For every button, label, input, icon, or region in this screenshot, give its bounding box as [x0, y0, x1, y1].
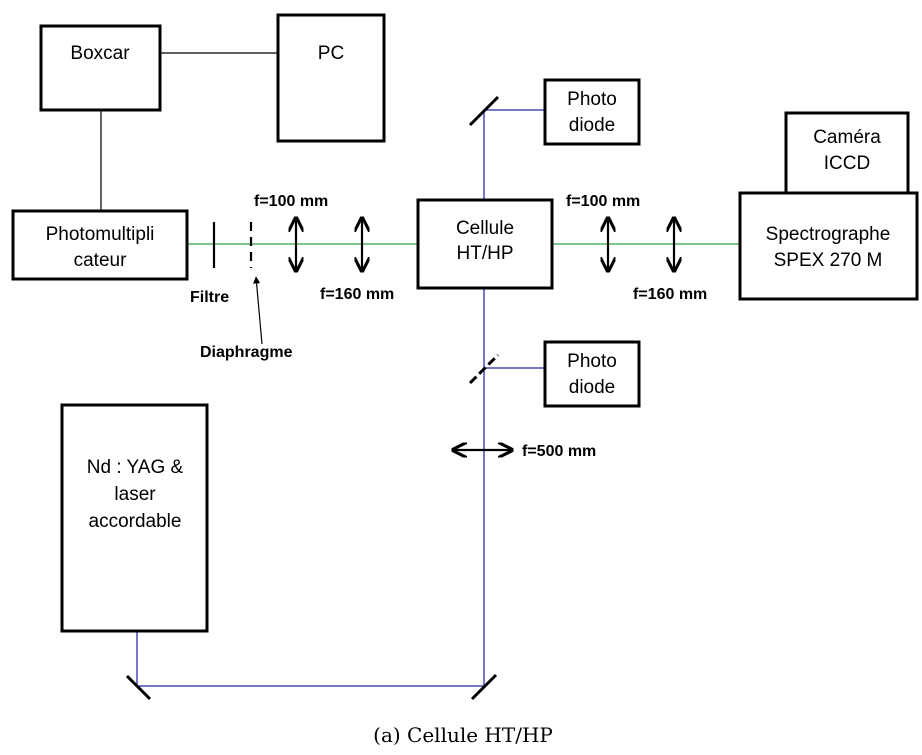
box-photomultiplier: Photomultipli cateur	[11, 209, 189, 281]
label-f500: f=500 mm	[522, 443, 596, 460]
boxcar-label: Boxcar	[70, 43, 130, 64]
laser-beam-to-photodiode-top	[483, 109, 545, 200]
mirror-top	[468, 95, 500, 127]
label-filtre: Filtre	[190, 289, 229, 306]
figure-caption: (a) Cellule HT/HP	[373, 723, 553, 747]
lenses	[296, 218, 674, 450]
filter-diaphragm	[212, 222, 263, 345]
mirror-bottom-left	[125, 674, 152, 701]
cellule-label-line2: HT/HP	[457, 243, 514, 264]
box-boxcar: Boxcar	[39, 24, 162, 112]
component-labels: f=100 mm f=160 mm f=100 mm f=160 mm f=50…	[190, 193, 707, 460]
box-cellule: Cellule HT/HP	[416, 198, 554, 290]
laser-label-line1: Nd : YAG &	[87, 457, 184, 478]
photodiode-top-line1: Photo	[567, 89, 617, 110]
cellule-label-line1: Cellule	[456, 218, 514, 239]
label-diaphragme: Diaphragme	[200, 344, 293, 361]
mirrors	[125, 95, 500, 701]
photodiode-top-line2: diode	[569, 115, 616, 136]
spectrographe-label-line1: Spectrographe	[766, 224, 891, 245]
laser-label-line3: accordable	[89, 511, 182, 532]
box-laser: Nd : YAG & laser accordable	[60, 403, 209, 633]
mirror-bottom-right	[470, 673, 498, 701]
label-f100-right: f=100 mm	[566, 193, 640, 210]
label-f160-right: f=160 mm	[633, 286, 707, 303]
box-spectrographe: Spectrographe SPEX 270 M	[738, 191, 919, 301]
diaphragm-pointer-arrow	[252, 276, 263, 345]
photomultiplier-label-line1: Photomultipli	[46, 224, 155, 245]
laser-label-line2: laser	[114, 484, 156, 505]
laser-beam-main	[136, 288, 485, 687]
box-photodiode-top: Photo diode	[543, 78, 641, 146]
camera-label-line1: Caméra	[813, 127, 881, 148]
photomultiplier-label-line2: cateur	[74, 250, 127, 271]
photodiode-bottom-line1: Photo	[567, 351, 617, 372]
label-f100-left: f=100 mm	[254, 193, 328, 210]
box-photodiode-bottom: Photo diode	[543, 340, 641, 408]
pc-label: PC	[318, 43, 344, 64]
spectrographe-label-line2: SPEX 270 M	[774, 250, 883, 271]
box-camera: Caméra ICCD	[784, 111, 910, 195]
photodiode-bottom-line2: diode	[569, 377, 616, 398]
connection-wires	[100, 52, 278, 211]
box-pc: PC	[276, 13, 386, 143]
label-f160-left: f=160 mm	[320, 286, 394, 303]
beam-splitter	[468, 353, 500, 385]
camera-label-line2: ICCD	[824, 153, 870, 174]
